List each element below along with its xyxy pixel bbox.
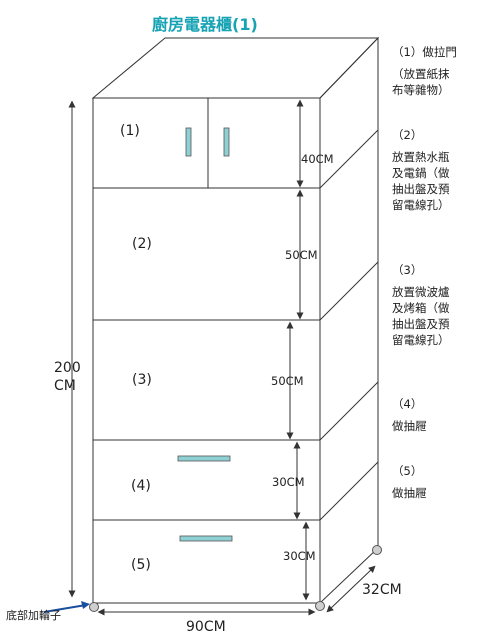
note-2-line-0: 放置熱水瓶	[392, 150, 450, 164]
cabinet-front	[92, 97, 321, 604]
width-label: 90CM	[186, 619, 226, 635]
drawer-handle-5	[179, 535, 233, 542]
note-1: （1）做拉門 （放置紙抹 布等雜物）	[392, 44, 457, 98]
drawer-handle-4	[177, 455, 231, 462]
section-label-1: (1)	[120, 123, 140, 139]
side-shelf-3	[319, 381, 379, 441]
wheel-note: 底部加輪子	[6, 609, 61, 622]
note-5: （5） 做抽屜	[392, 463, 427, 501]
door-handle-right	[223, 127, 230, 157]
section-height-3: 50CM	[271, 374, 304, 388]
wheel-front-right	[315, 601, 325, 611]
total-height-label: 200 CM	[54, 359, 81, 395]
note-2: （2） 放置熱水瓶 及電鍋（做 抽出盤及預 留電線孔）	[392, 127, 450, 213]
note-3-line-3: 留電線孔）	[392, 333, 450, 347]
note-2-line-1: 及電鍋（做	[392, 166, 450, 180]
note-4-number: （4）	[392, 397, 423, 411]
total-height-unit: CM	[54, 378, 76, 394]
section-height-5: 30CM	[283, 549, 316, 563]
door-handle-left	[185, 127, 192, 157]
cabinet-side	[319, 36, 379, 605]
diagram-title: 廚房電器櫃(1)	[152, 15, 258, 34]
total-height-value: 200	[54, 360, 81, 376]
cabinet-top	[91, 37, 380, 99]
depth-dimension-arrow	[326, 565, 376, 613]
note-1-number: （1）	[392, 45, 423, 59]
note-5-line-0: 做抽屜	[392, 486, 427, 500]
note-2-number: （2）	[392, 128, 423, 142]
note-3-line-1: 及烤箱（做	[392, 301, 450, 315]
wheel-pointer-line	[43, 604, 87, 613]
note-3: （3） 放置微波爐 及烤箱（做 抽出盤及預 留電線孔）	[392, 262, 450, 348]
section-height-2: 50CM	[285, 248, 318, 262]
depth-label: 32CM	[362, 582, 402, 598]
section-label-4: (4)	[131, 478, 151, 494]
side-shelf-4	[319, 461, 379, 521]
section-height-4: 30CM	[272, 475, 305, 489]
note-4: （4） 做抽屜	[392, 396, 427, 434]
note-1-line-0: 做拉門	[422, 45, 457, 59]
note-1-line-2: 布等雜物）	[392, 83, 450, 97]
wheel-back-right	[372, 545, 382, 555]
note-2-line-3: 留電線孔）	[392, 198, 450, 212]
section-height-1: 40CM	[301, 152, 334, 166]
note-1-line-1: （放置紙抹	[392, 67, 450, 81]
side-shelf-2	[319, 261, 379, 321]
wheel-front-left	[89, 602, 99, 612]
wheel-pointer-head	[81, 601, 90, 609]
note-5-number: （5）	[392, 464, 423, 478]
note-3-number: （3）	[392, 263, 423, 277]
note-4-line-0: 做抽屜	[392, 419, 427, 433]
note-3-line-2: 抽出盤及預	[392, 317, 450, 331]
section-label-3: (3)	[132, 372, 152, 388]
side-shelf-1	[319, 129, 379, 189]
section-label-5: (5)	[131, 557, 151, 573]
note-2-line-2: 抽出盤及預	[392, 182, 450, 196]
note-3-line-0: 放置微波爐	[392, 285, 450, 299]
section-label-2: (2)	[132, 236, 152, 252]
